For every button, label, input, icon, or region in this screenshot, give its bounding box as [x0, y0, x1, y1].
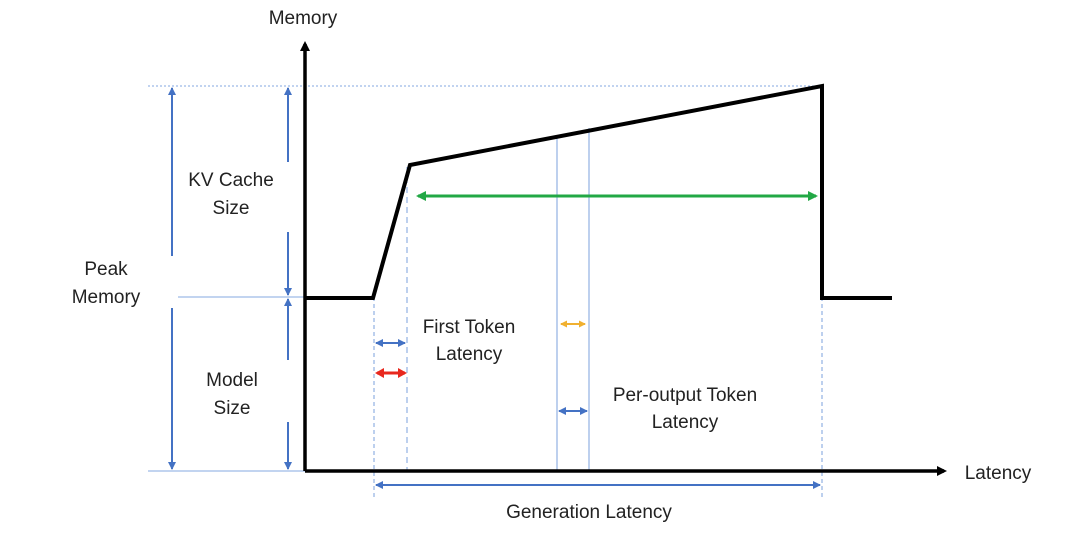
model-size-label-line2: Size	[214, 398, 251, 419]
kv-cache-label-line1: KV Cache	[188, 170, 274, 191]
peak-memory-label-line2: Memory	[72, 287, 141, 308]
per-output-token-latency-label-line2: Latency	[652, 412, 719, 433]
model-size-label-line1: Model	[206, 370, 258, 391]
memory-curve	[305, 83, 892, 300]
peak-memory-label-line1: Peak	[84, 259, 128, 280]
kv-cache-label-line2: Size	[213, 198, 250, 219]
generation-latency-label: Generation Latency	[506, 502, 672, 523]
first-token-latency-label-line2: Latency	[436, 344, 503, 365]
guide-lines	[148, 85, 823, 497]
model-label-bg	[184, 360, 296, 422]
kv-label-bg	[180, 162, 296, 232]
y-axis-label: Memory	[269, 8, 338, 29]
peak-label-bg	[60, 256, 178, 308]
first-token-latency-label-line1: First Token	[423, 317, 516, 338]
generation-label-bg	[488, 496, 692, 524]
x-axis-label: Latency	[965, 463, 1032, 484]
per-output-token-latency-label-line1: Per-output Token	[613, 385, 757, 406]
